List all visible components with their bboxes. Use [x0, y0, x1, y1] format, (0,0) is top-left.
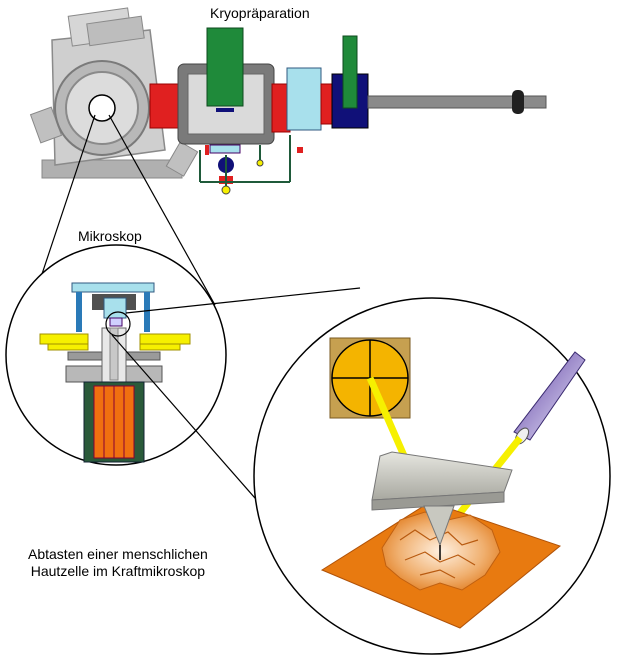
- valve-light-blue: [286, 67, 322, 131]
- label-cryo-preparation: Kryopräparation: [210, 5, 310, 21]
- label-scanning-line1: Abtasten einer menschlichen: [28, 546, 208, 562]
- zoom-line-right: [108, 114, 216, 306]
- cryo-preparation-chamber-icon: [177, 27, 303, 195]
- zoom-line-lower: [111, 334, 277, 523]
- vacuum-chamber-icon: [29, 7, 199, 179]
- flange-right: [320, 83, 334, 125]
- transfer-rod-icon: [331, 35, 547, 129]
- label-scanning-line2: Hautzelle im Kraftmikroskop: [30, 563, 206, 579]
- flange-left: [149, 83, 183, 129]
- label-microscope: Mikroskop: [78, 228, 142, 244]
- skin-cell-surface-icon: [320, 501, 562, 629]
- zoom-line-upper: [125, 287, 361, 314]
- cantilever-icon: [371, 451, 513, 560]
- microscope-cross-section-icon: [5, 244, 227, 466]
- label-scanning-caption: Abtasten einer menschlichen Hautzelle im…: [28, 546, 208, 580]
